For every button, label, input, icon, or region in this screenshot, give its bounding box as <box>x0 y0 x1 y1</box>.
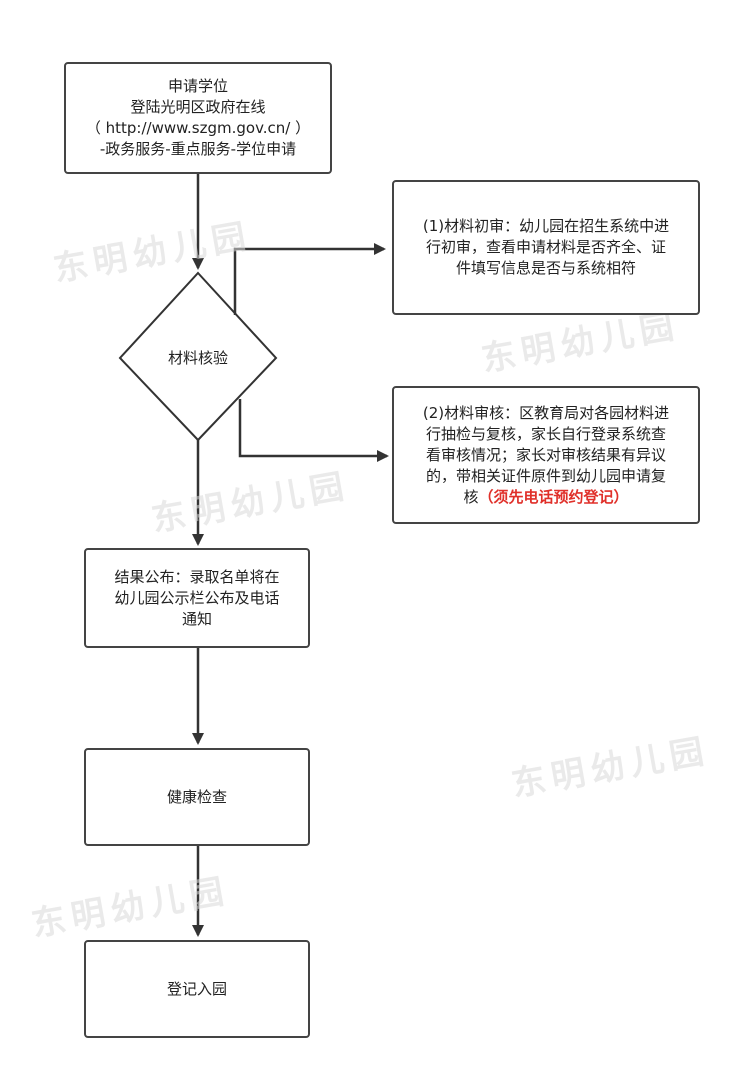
appointment-warning: （须先电话预约登记） <box>478 487 629 506</box>
apply-box: 申请学位 登陆光明区政府在线 （ http://www.szgm.gov.cn/… <box>64 62 332 174</box>
result-box: 结果公布：录取名单将在 幼儿园公示栏公布及电话 通知 <box>84 548 310 648</box>
health-check-label: 健康检查 <box>166 787 227 806</box>
apply-title: 申请学位 <box>167 77 228 95</box>
audit-line: (2)材料审核：区教育局对各园材料进 <box>422 403 670 422</box>
result-line: 幼儿园公示栏公布及电话 <box>114 588 280 607</box>
health-check-box: 健康检查 <box>84 748 310 846</box>
arrow-verify-to-audit <box>238 399 389 462</box>
result-line: 结果公布：录取名单将在 <box>114 567 280 586</box>
apply-url: （ http://www.szgm.gov.cn/ ） <box>85 119 311 137</box>
initial-review-line: 行初审，查看申请材料是否齐全、证 <box>425 238 666 256</box>
audit-last-line-prefix: 核 <box>463 487 479 506</box>
audit-line: 看审核情况；家长对审核结果有异议 <box>425 445 666 464</box>
result-line: 通知 <box>181 609 212 628</box>
audit-last-line: 核（须先电话预约登记） <box>423 487 669 508</box>
initial-review-line: 件填写信息是否与系统相符 <box>455 259 636 277</box>
apply-path: -政务服务-重点服务-学位申请 <box>99 140 297 158</box>
initial-review-line: (1)材料初审：幼儿园在招生系统中进 <box>422 217 670 235</box>
enroll-box: 登记入园 <box>84 940 310 1038</box>
verify-label: 材料核验 <box>167 349 228 367</box>
apply-portal: 登陆光明区政府在线 <box>130 98 266 116</box>
audit-line: 行抽检与复核，家长自行登录系统查 <box>425 424 666 443</box>
audit-box: (2)材料审核：区教育局对各园材料进 行抽检与复核，家长自行登录系统查 看审核情… <box>392 386 700 524</box>
audit-line: 的，带相关证件原件到幼儿园申请复 <box>425 466 666 485</box>
enroll-label: 登记入园 <box>166 979 227 998</box>
arrow-verify-to-initial-review <box>233 243 386 315</box>
initial-review-box: (1)材料初审：幼儿园在招生系统中进 行初审，查看申请材料是否齐全、证 件填写信… <box>392 180 700 315</box>
